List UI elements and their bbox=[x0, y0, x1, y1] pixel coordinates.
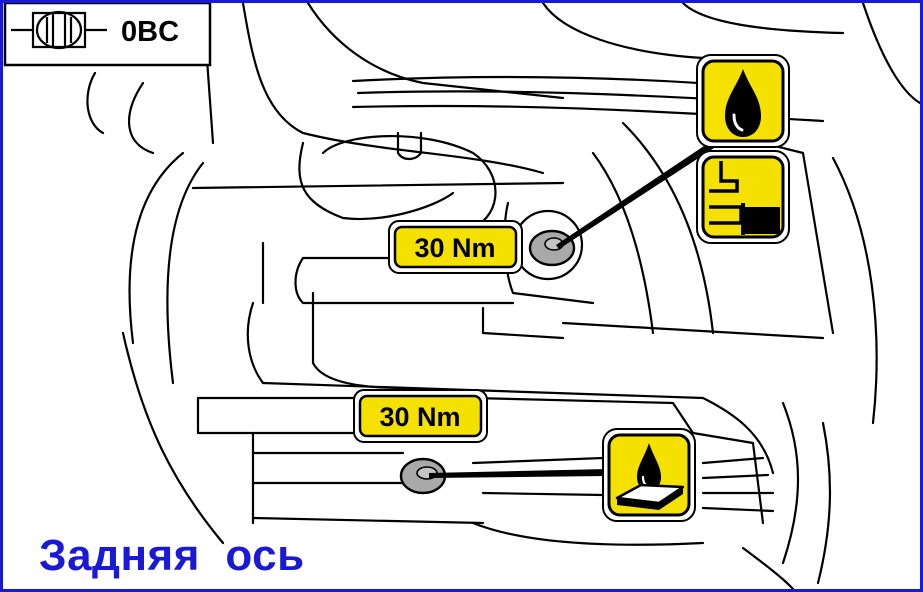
rear-axle-illustration: 0BC 30 Nm 30 Nm bbox=[3, 3, 920, 589]
upper-torque-label: 30 Nm bbox=[388, 220, 523, 274]
fill-to-edge-icon bbox=[696, 150, 790, 244]
axle-housing-lineart bbox=[86, 3, 920, 589]
upper-leader-line bbox=[556, 142, 714, 249]
lower-torque-value: 30 Nm bbox=[379, 402, 460, 432]
upper-fill-plug bbox=[512, 209, 584, 281]
upper-torque-value: 30 Nm bbox=[414, 233, 495, 263]
gearbox-code: 0BC bbox=[121, 16, 179, 48]
lower-leader-line bbox=[429, 469, 607, 478]
oil-drop-icon bbox=[696, 54, 790, 148]
oil-drain-icon bbox=[602, 428, 696, 522]
caption-rear-axle: Задняя ось bbox=[39, 531, 305, 580]
gearbox-code-box: 0BC bbox=[3, 3, 212, 67]
gearbox-symbol-icon bbox=[11, 10, 107, 50]
lower-torque-label: 30 Nm bbox=[353, 389, 488, 443]
